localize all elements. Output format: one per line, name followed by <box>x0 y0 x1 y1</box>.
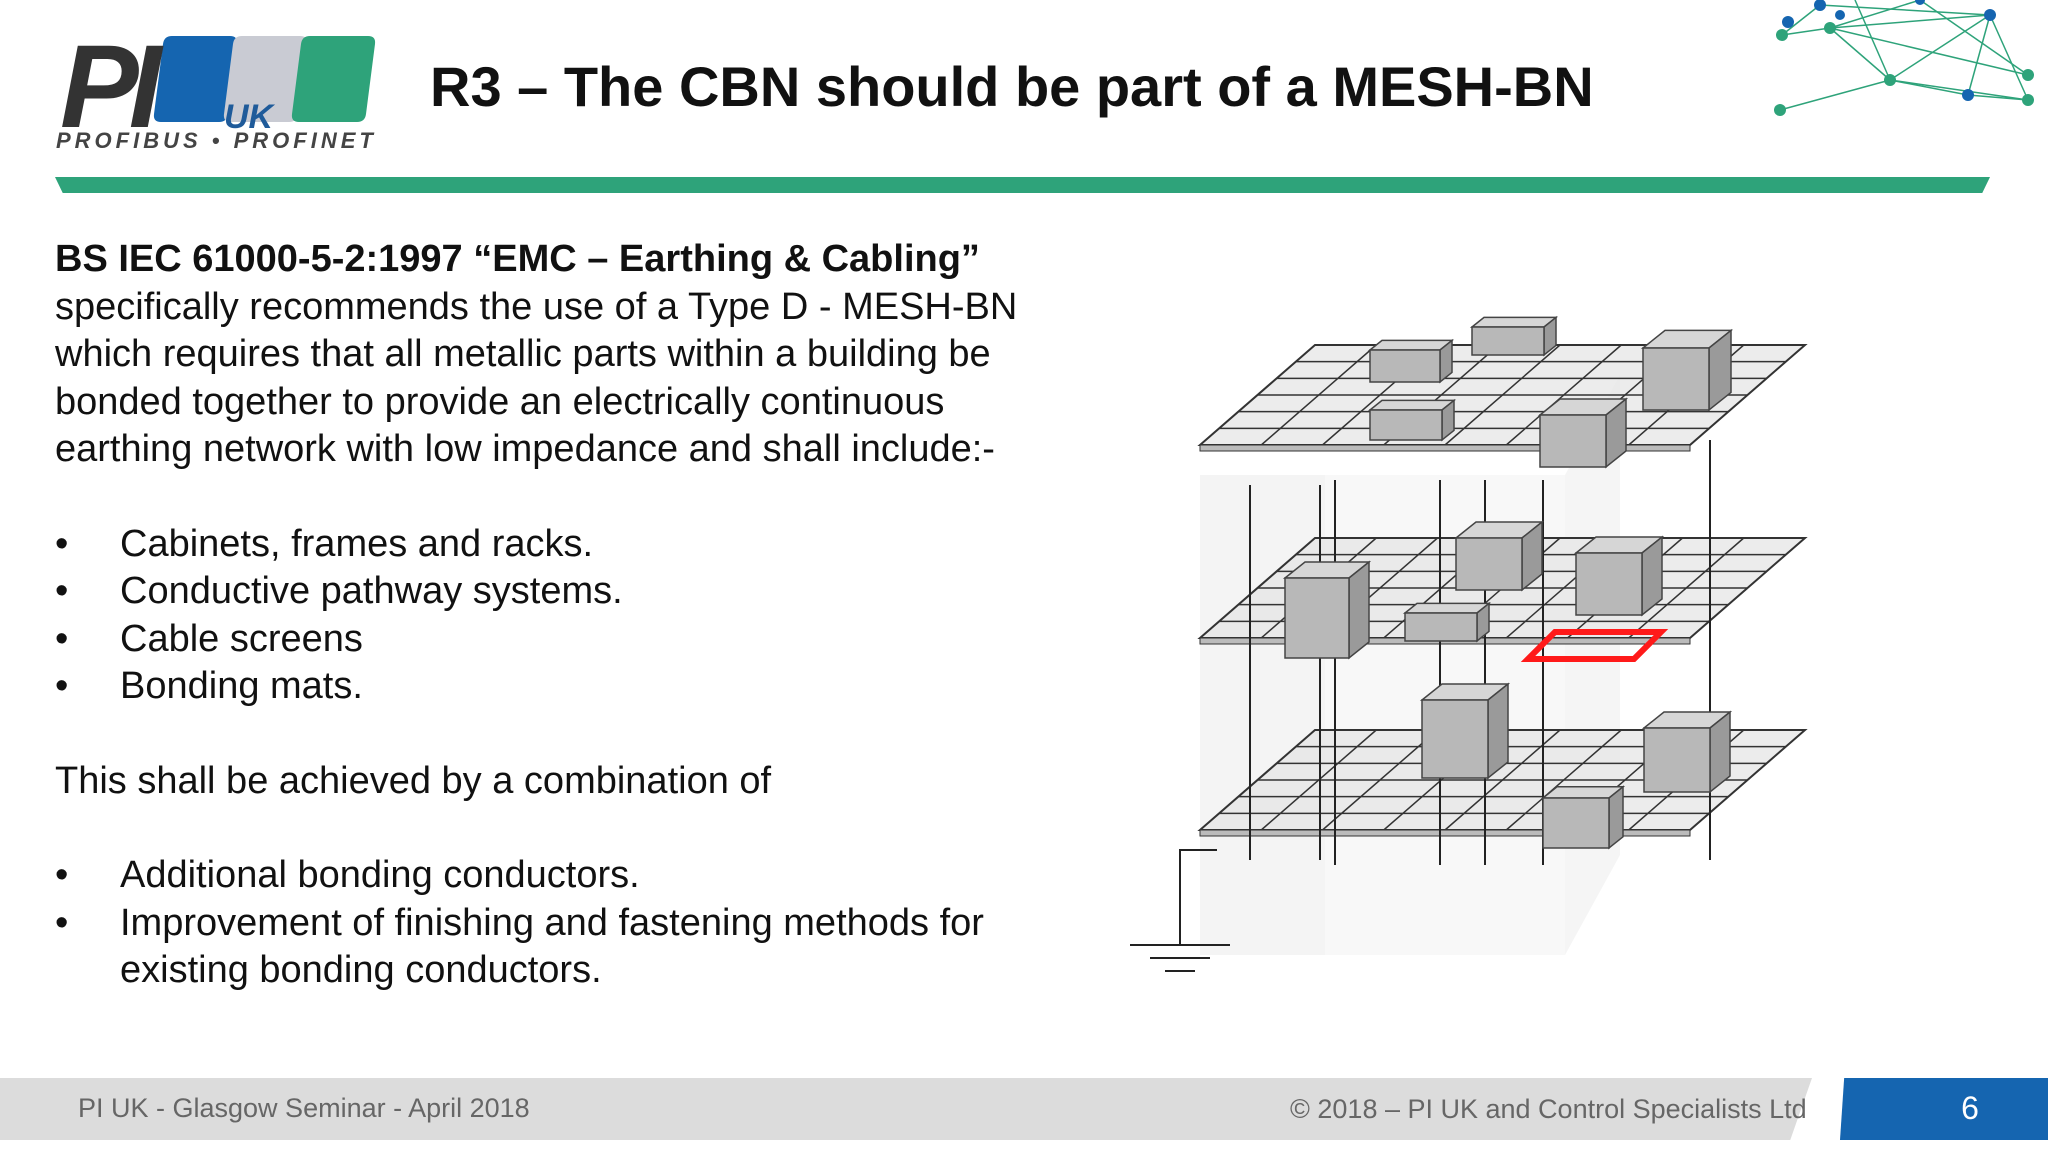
equipment-box <box>1282 560 1372 660</box>
equipment-box <box>1419 682 1511 780</box>
network-graphic <box>1774 0 2034 116</box>
page-number: 6 <box>1961 1090 1979 1126</box>
equipment-box <box>1453 520 1545 592</box>
equipment-box <box>1573 535 1665 617</box>
mesh-bn-diagram <box>1130 315 1808 972</box>
intro-text: specifically recommends the use of a Typ… <box>55 285 1018 471</box>
slide-title: R3 – The CBN should be part of a MESH-BN <box>430 55 1594 118</box>
logo-uk-text: UK <box>224 98 274 136</box>
list-item: Cable screens <box>55 616 1055 664</box>
equipment-box <box>1641 710 1733 794</box>
list-item: Additional bonding conductors. <box>55 852 1055 900</box>
footer-copyright: © 2018 – PI UK and Control Specialists L… <box>1290 1094 1807 1124</box>
logo-pi-text: PI <box>60 21 161 153</box>
equipment-box <box>1540 785 1626 850</box>
footer-bar <box>0 1078 1812 1140</box>
logo-tagline: PROFIBUS • PROFINET <box>56 128 377 153</box>
method-list: Additional bonding conductors. Improveme… <box>55 852 1055 995</box>
highlighted-mesh-cell <box>1520 629 1669 662</box>
combination-text: This shall be achieved by a combination … <box>55 759 772 802</box>
list-item: Improvement of finishing and fastening m… <box>55 900 1055 995</box>
ground-symbol-icon <box>1130 849 1230 972</box>
standard-reference: BS IEC 61000-5-2:1997 “EMC – Earthing & … <box>55 238 980 280</box>
equipment-box <box>1469 315 1559 357</box>
footer-event: PI UK - Glasgow Seminar - April 2018 <box>78 1093 530 1123</box>
list-item: Cabinets, frames and racks. <box>55 521 1055 569</box>
page-number-tab <box>1840 1078 2048 1140</box>
slide-body: BS IEC 61000-5-2:1997 “EMC – Earthing & … <box>55 236 1055 995</box>
equipment-box <box>1367 338 1455 384</box>
pi-uk-logo: PI UK PROFIBUS • PROFINET <box>52 28 382 158</box>
list-item: Conductive pathway systems. <box>55 568 1055 616</box>
inclusion-list: Cabinets, frames and racks. Conductive p… <box>55 521 1055 711</box>
equipment-box <box>1640 328 1734 412</box>
title-underline <box>55 177 1990 193</box>
list-item: Bonding mats. <box>55 663 1055 711</box>
intro-paragraph: BS IEC 61000-5-2:1997 “EMC – Earthing & … <box>55 236 1055 474</box>
equipment-box <box>1367 398 1457 442</box>
equipment-box <box>1402 601 1492 643</box>
equipment-boxes <box>1282 315 1734 850</box>
equipment-box <box>1537 397 1629 469</box>
